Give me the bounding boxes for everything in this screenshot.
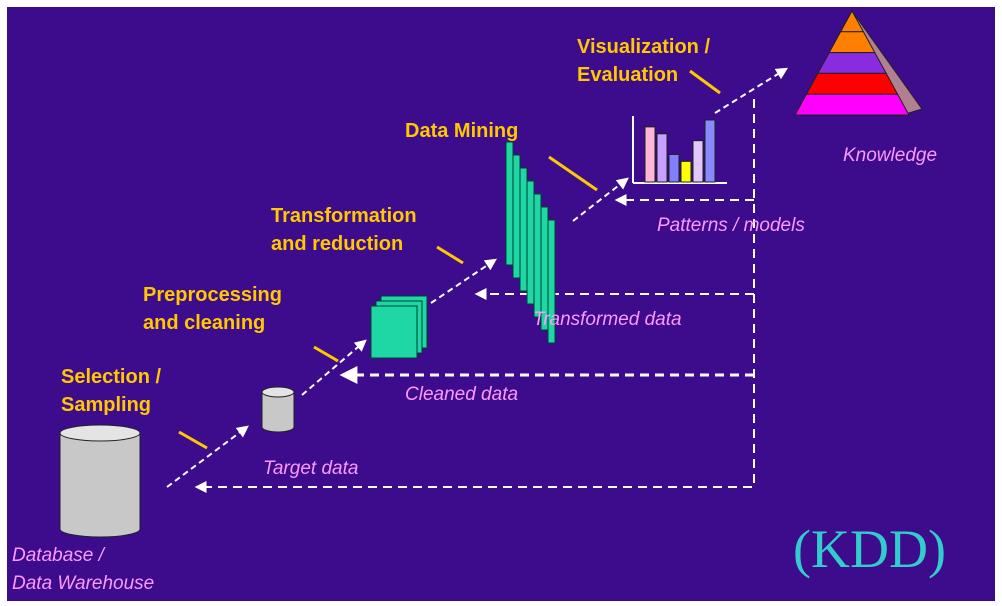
transformed-block bbox=[547, 219, 556, 344]
arrow-transformation bbox=[430, 258, 497, 304]
connector-mining bbox=[548, 155, 598, 192]
label-connectors bbox=[178, 69, 721, 450]
stage-label-visualization: Visualization / Evaluation bbox=[577, 36, 716, 86]
kdd-badge: (KDD) bbox=[793, 519, 946, 579]
stage-label-transformation: Transformation and reduction bbox=[271, 205, 422, 255]
cylinder-icon bbox=[59, 424, 141, 538]
pyramid-layer bbox=[794, 93, 910, 116]
stage-label-mining: Data Mining bbox=[405, 120, 518, 142]
label-target-data: Target data bbox=[263, 458, 358, 479]
pyramid-layer bbox=[816, 52, 888, 74]
pattern-bar bbox=[704, 119, 716, 183]
kdd-slide: Selection / Sampling Preprocessing and c… bbox=[7, 7, 995, 601]
arrow-selection bbox=[166, 425, 249, 488]
pattern-bar bbox=[644, 126, 656, 183]
connector-preprocessing bbox=[313, 345, 339, 363]
arrow-preprocessing bbox=[301, 339, 367, 396]
connector-visualization bbox=[689, 69, 721, 95]
transformed-block bbox=[505, 141, 514, 266]
forward-arrows bbox=[166, 67, 789, 488]
pattern-bar bbox=[692, 140, 704, 183]
small-cylinder-icon bbox=[261, 386, 295, 433]
label-cleaned-data: Cleaned data bbox=[405, 384, 518, 405]
pattern-bar bbox=[656, 133, 668, 183]
transformed-block bbox=[519, 167, 528, 292]
transformed-block bbox=[512, 154, 521, 279]
arrow-mining bbox=[572, 177, 629, 222]
pyramid-layer bbox=[805, 72, 899, 95]
pattern-bar bbox=[680, 160, 692, 183]
transformed-block bbox=[533, 193, 542, 318]
feedback-loops bbox=[194, 99, 755, 493]
pattern-bar bbox=[668, 153, 680, 183]
stacked-pages-icon bbox=[370, 295, 428, 359]
transformed-block bbox=[526, 180, 535, 305]
connector-transformation bbox=[436, 245, 464, 265]
bar-chart-icon bbox=[632, 116, 727, 184]
stage-label-preprocessing: Preprocessing and cleaning bbox=[143, 284, 288, 334]
kdd-process-diagram: Selection / Sampling Preprocessing and c… bbox=[12, 9, 946, 594]
label-patterns-models: Patterns / models bbox=[657, 215, 805, 236]
label-database: Database / Data Warehouse bbox=[12, 545, 154, 594]
label-transformed-data: Transformed data bbox=[533, 309, 682, 330]
connector-selection bbox=[178, 430, 208, 450]
arrow-visualization bbox=[714, 67, 789, 114]
pyramid-icon bbox=[794, 9, 923, 117]
label-knowledge: Knowledge bbox=[843, 145, 937, 166]
stacked-bars-icon bbox=[505, 141, 556, 344]
stage-label-selection: Selection / Sampling bbox=[61, 366, 167, 416]
